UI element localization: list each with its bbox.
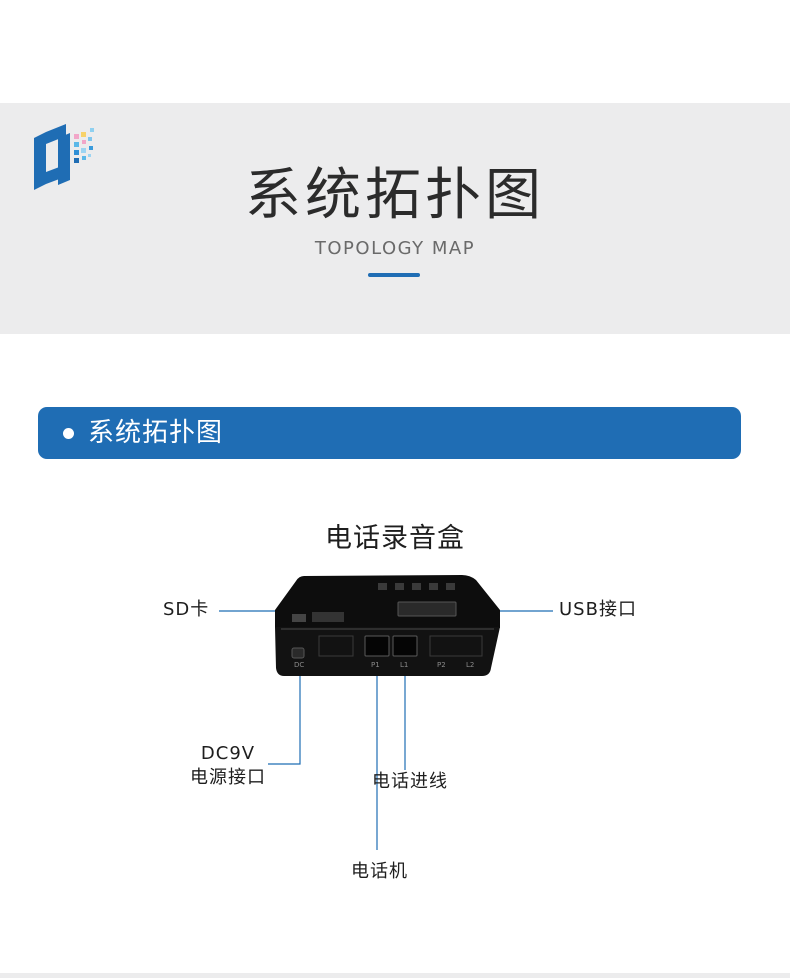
header-banner	[0, 103, 790, 334]
leader-line-dc	[268, 676, 301, 765]
label-sd-card: SD卡	[163, 599, 210, 620]
port-mark-l2: L2	[466, 661, 474, 669]
label-dc-power: DC9V 电源接口	[188, 742, 268, 790]
label-telephone: 电话机	[351, 861, 408, 882]
port-marks: DC P1 L1 P2 L2	[294, 661, 474, 669]
label-usb-port: USB接口	[559, 599, 637, 620]
port-mark-p1: P1	[371, 661, 380, 669]
section-header: 系统拓扑图	[38, 407, 741, 459]
port-mark-l1: L1	[400, 661, 408, 669]
port-mark-p2: P2	[437, 661, 446, 669]
label-dc-line1: DC9V	[200, 743, 256, 764]
label-dc-line2: 电源接口	[190, 767, 266, 788]
device-title: 电话录音盒	[325, 523, 465, 554]
recorder-device-icon	[275, 575, 500, 676]
title-underline	[368, 273, 420, 277]
port-mark-dc: DC	[294, 661, 304, 669]
bottom-divider	[0, 973, 790, 978]
bullet-dot-icon	[63, 428, 74, 439]
label-phone-line: 电话进线	[372, 771, 448, 792]
page-title: 系统拓扑图	[245, 163, 545, 228]
page-subtitle: TOPOLOGY MAP	[314, 238, 476, 259]
section-title: 系统拓扑图	[88, 418, 224, 448]
brand-logo-icon	[34, 124, 94, 190]
